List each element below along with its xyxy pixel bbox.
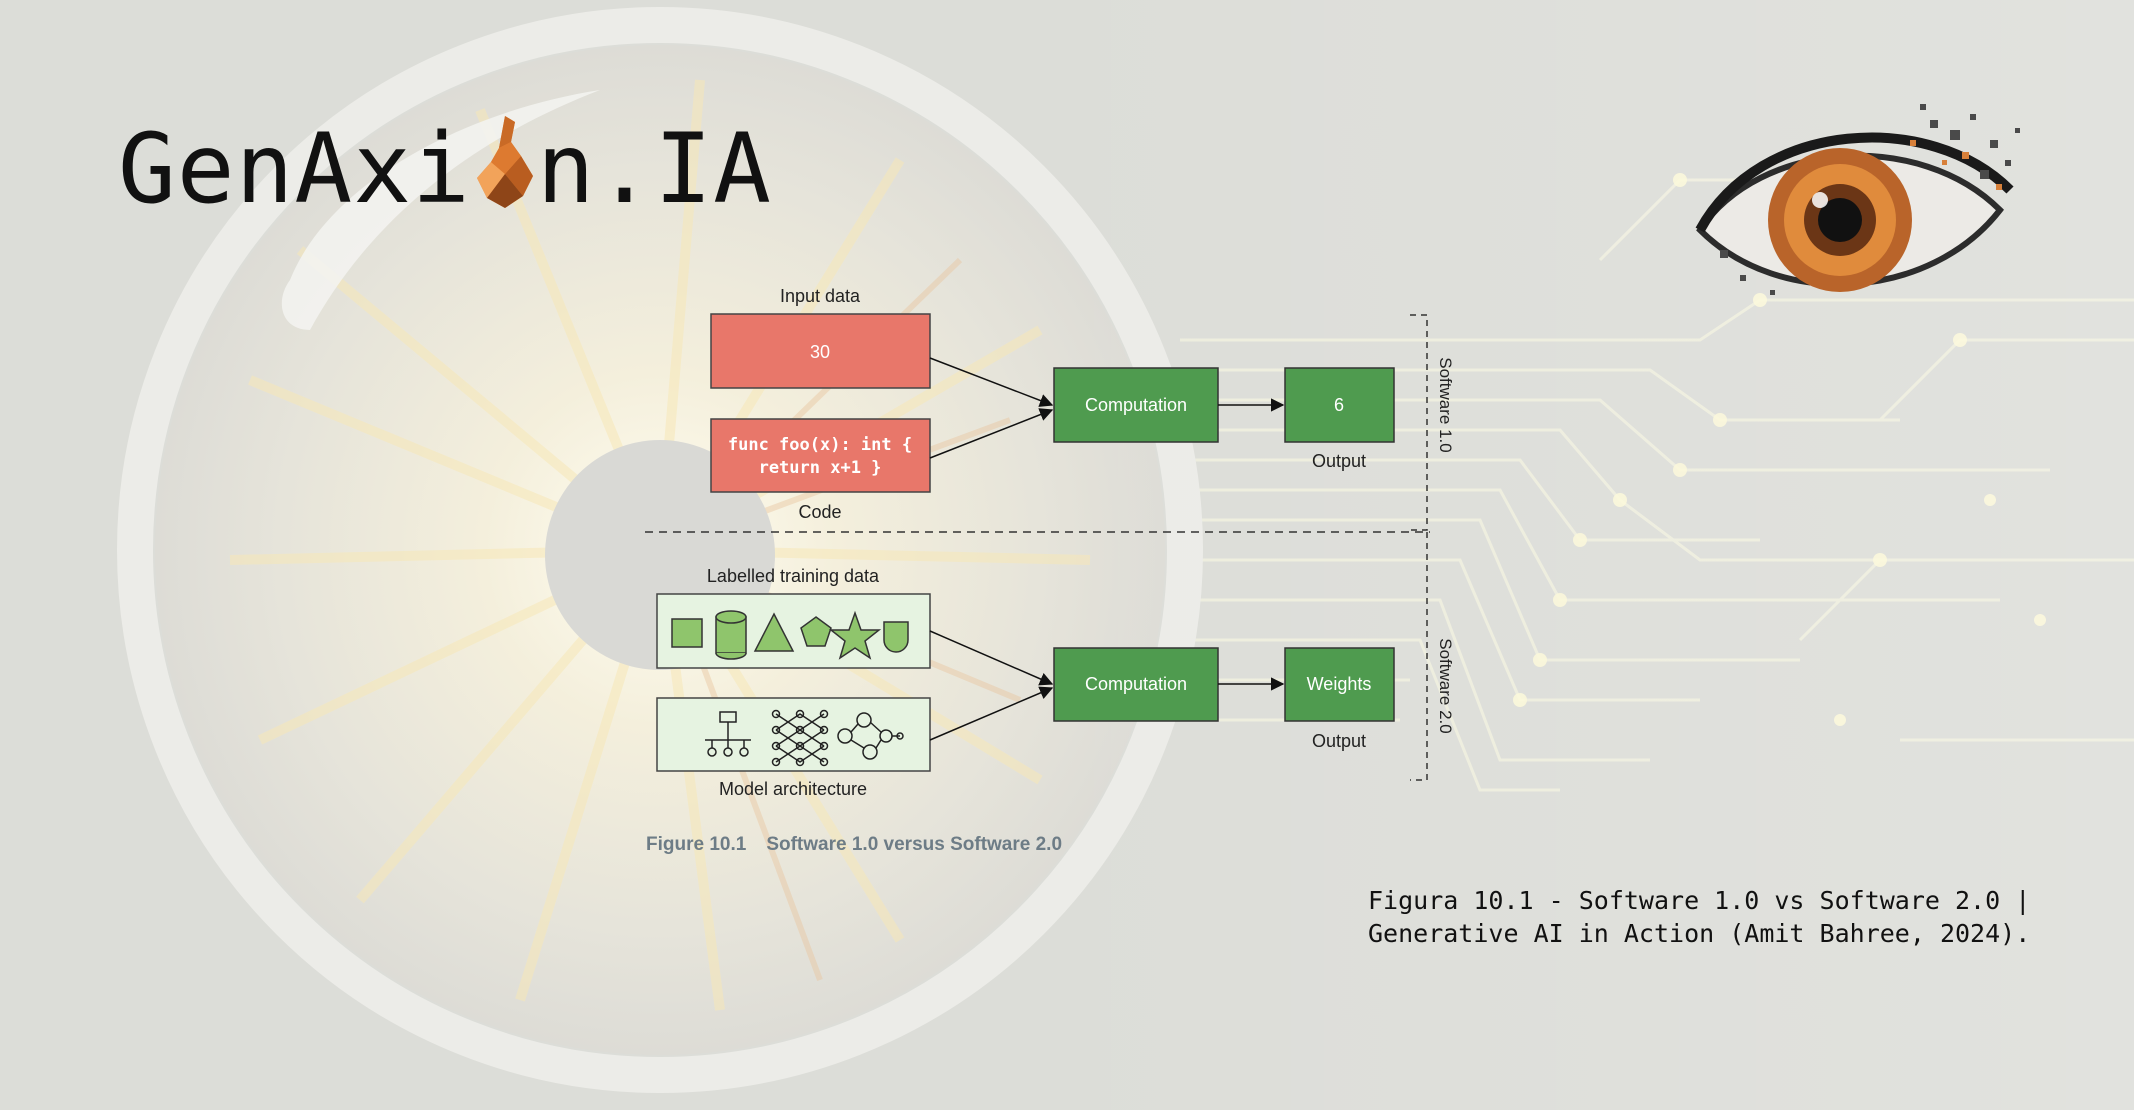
computation-label-2: Computation xyxy=(1085,674,1187,694)
input-data-box xyxy=(710,313,931,389)
computation-box-2 xyxy=(1053,647,1219,722)
graph-nodes-icon xyxy=(837,712,904,760)
ring-highlight xyxy=(281,90,600,330)
triangle-shape-icon xyxy=(753,612,795,652)
input-data-value: 30 xyxy=(810,342,830,362)
figure-number: Figure 10.1 xyxy=(646,834,747,855)
arrow-architecture-to-compute xyxy=(929,686,1054,741)
arrow-training-to-compute xyxy=(929,630,1054,686)
output-label-1: Output xyxy=(1312,451,1366,471)
fox-head-icon xyxy=(476,116,533,208)
model-architecture-label: Model architecture xyxy=(719,779,867,799)
brand-prefix: GenAxi xyxy=(118,113,471,225)
square-shape-icon xyxy=(671,618,703,648)
software1-bracket xyxy=(1410,314,1428,531)
input-data-label: Input data xyxy=(780,286,861,306)
code-label: Code xyxy=(798,502,841,522)
arrow-code-to-compute xyxy=(929,408,1054,459)
code-box xyxy=(710,418,931,493)
leaf-shape-icon xyxy=(883,621,909,653)
star-shape-icon xyxy=(828,610,882,660)
software2-bracket xyxy=(1410,532,1428,781)
output-box-1 xyxy=(1284,367,1395,443)
computation-box-1 xyxy=(1053,367,1219,443)
figure-caption: Figure 10.1 Software 1.0 versus Software … xyxy=(646,834,1062,856)
arrow-input-to-compute xyxy=(929,357,1054,407)
output-label-2: Output xyxy=(1312,731,1366,751)
neural-network-icon xyxy=(771,709,829,767)
output-value-1: 6 xyxy=(1334,395,1344,415)
credit-text: Figura 10.1 - Software 1.0 vs Software 2… xyxy=(1368,884,2108,950)
training-shapes xyxy=(671,610,909,660)
software1-label: Software 1.0 xyxy=(1436,357,1455,452)
figure-title: Software 1.0 versus Software 2.0 xyxy=(766,834,1063,855)
pentagon-shape-icon xyxy=(800,616,832,647)
brand-suffix: n.IA xyxy=(536,113,772,225)
output-box-2 xyxy=(1284,647,1395,722)
code-line-1: func foo(x): int { xyxy=(728,435,912,455)
credit-line-1: Figura 10.1 - Software 1.0 vs Software 2… xyxy=(1368,886,2031,915)
output-value-2: Weights xyxy=(1307,674,1372,694)
code-line-2: return x+1 } xyxy=(759,458,882,478)
architecture-icons xyxy=(705,709,904,767)
tree-diagram-icon xyxy=(705,711,751,757)
credit-line-2: Generative AI in Action (Amit Bahree, 20… xyxy=(1368,919,2031,948)
training-data-label: Labelled training data xyxy=(707,566,880,586)
software2-label: Software 2.0 xyxy=(1436,638,1455,733)
digital-eye-icon xyxy=(1695,104,2020,295)
brand-logo: GenAxi n.IA xyxy=(118,112,772,225)
computation-label-1: Computation xyxy=(1085,395,1187,415)
cylinder-shape-icon xyxy=(715,610,747,660)
